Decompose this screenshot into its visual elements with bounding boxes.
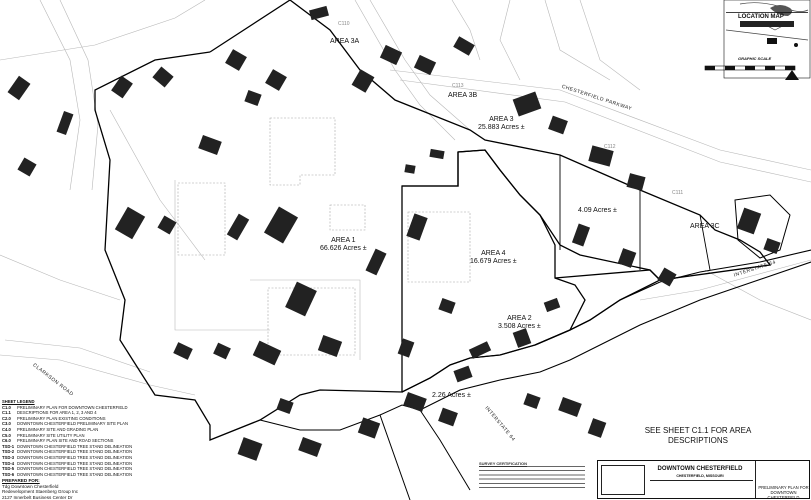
survey-certification: SURVEY CERTIFICATION <box>479 461 585 491</box>
prepared-for-block: PREPARED FOR: Tdg Downtown Chesterfield … <box>2 478 78 500</box>
firm-logo <box>601 465 645 495</box>
area-4-name: AREA 4 <box>481 250 506 257</box>
title-block: DOWNTOWN CHESTERFIELD CHESTERFIELD, MISS… <box>597 460 811 500</box>
project-title: DOWNTOWN CHESTERFIELD <box>657 466 743 472</box>
area-3-name: AREA 3 <box>489 116 514 123</box>
sheet-ref-c112: C112 <box>604 144 616 150</box>
area-1-label: AREA 1 66.626 Acres ± <box>320 237 367 253</box>
area-3-label: AREA 3 25.883 Acres ± <box>478 116 525 132</box>
area-2-label: AREA 2 3.508 Acres ± <box>498 315 541 331</box>
sheet-legend-title: SHEET LEGEND <box>2 399 35 404</box>
survey-certification-title: SURVEY CERTIFICATION <box>479 461 528 466</box>
prepared-for-line-2: Redevelopment Staenberg Group Inc <box>2 489 79 494</box>
area-1-boundary <box>94 51 459 441</box>
area-3a-label: AREA 3A <box>330 38 360 45</box>
area-1-acres: 66.626 Acres ± <box>320 245 367 252</box>
area-4-label: AREA 4 16.679 Acres ± <box>470 250 517 266</box>
area-4-acres: 16.679 Acres ± <box>470 258 517 265</box>
prepared-for-line-3: 2127 Innerbelt Business Center Dr <box>2 494 73 500</box>
sheet-info: PRELIMINARY PLAN FOR DOWNTOWN CHESTERFIE… <box>755 461 811 500</box>
title-block-grid <box>650 480 753 498</box>
area-3-acres: 25.883 Acres ± <box>478 124 525 131</box>
sheet-ref-c113: C113 <box>452 83 464 89</box>
sheet-note: SEE SHEET C1.1 FOR AREA DESCRIPTIONS <box>644 426 752 445</box>
graphic-scale-label: GRAPHIC SCALE <box>738 56 772 61</box>
location-map-title: LOCATION MAP <box>738 14 784 20</box>
sheet-ref-c110: C110 <box>338 21 350 27</box>
location-map <box>704 0 811 80</box>
area-3-boundary <box>209 0 772 281</box>
area-1-name: AREA 1 <box>331 237 356 244</box>
project-location: CHESTERFIELD, MISSOURI <box>676 474 724 478</box>
sheet-name: PRELIMINARY PLAN FOR DOWNTOWN CHESTERFIE… <box>758 485 809 500</box>
area-226-boundary <box>401 249 811 393</box>
parcel-409-label: 4.09 Acres ± <box>578 207 617 214</box>
prepared-for-title: PREPARED FOR: <box>2 478 40 483</box>
sheet-ref-c111: C111 <box>672 190 684 196</box>
area-3c-label: AREA 3C <box>690 223 720 230</box>
area-3b-label: AREA 3B <box>448 92 478 99</box>
area-2-name: AREA 2 <box>507 315 532 322</box>
prepared-for-line-1: Tdg Downtown Chesterfield <box>2 483 59 489</box>
area-2-acres: 3.508 Acres ± <box>498 323 541 330</box>
parcel-226-label: 2.26 Acres ± <box>432 392 471 399</box>
